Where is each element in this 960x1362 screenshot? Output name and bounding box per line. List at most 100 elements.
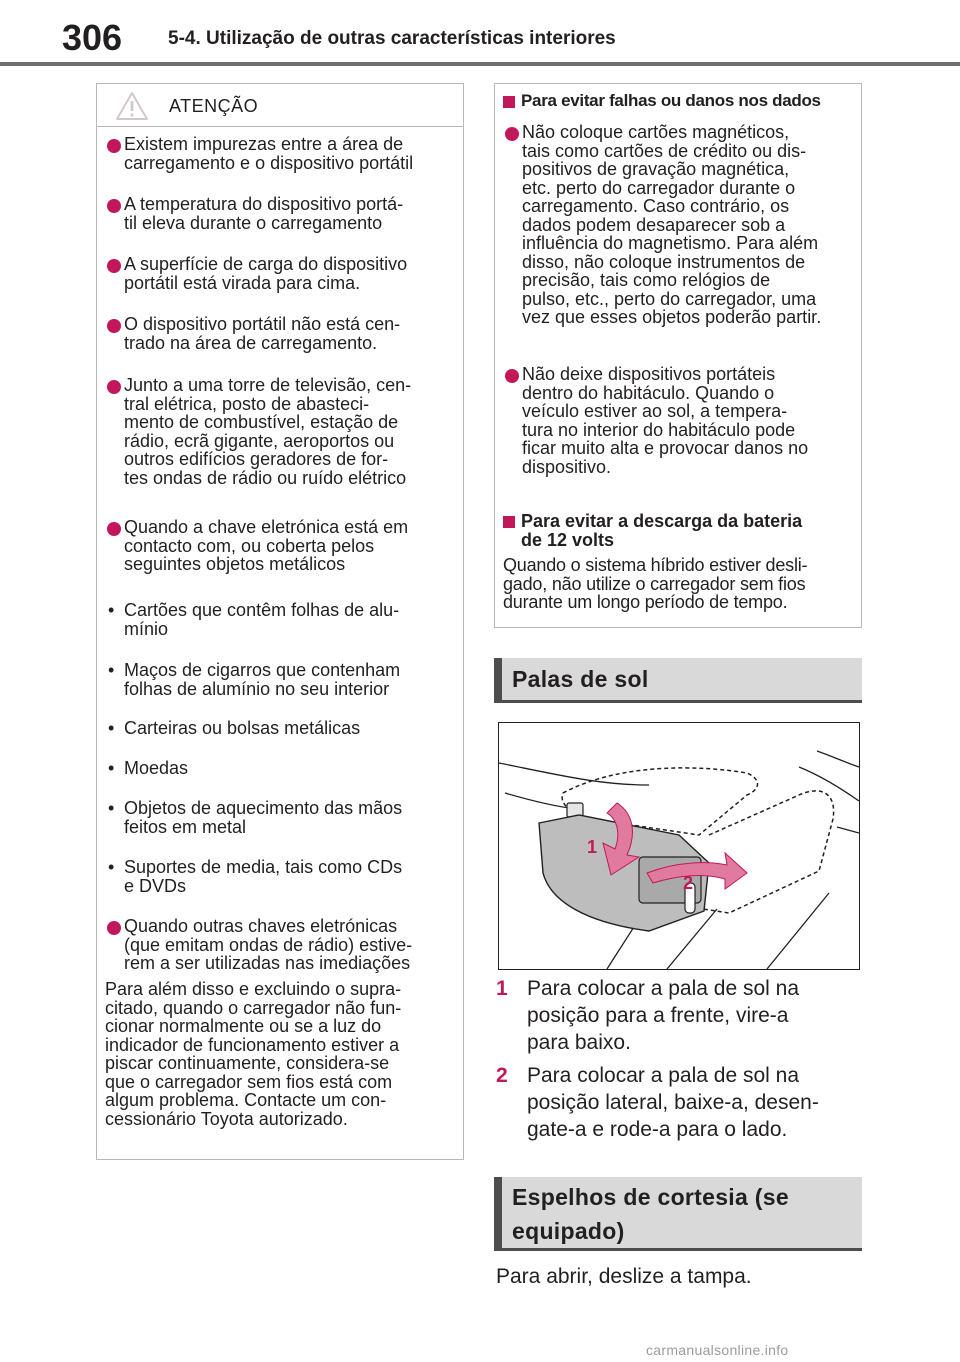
warning-subitem-2: Maços de cigarros que contenham folhas d… — [124, 661, 400, 698]
figure-label-2: 2 — [683, 873, 694, 893]
step-number-2: 2 — [496, 1064, 508, 1087]
banner-accent-bar — [494, 658, 502, 700]
text-line: dados podem desaparecer sob a — [522, 214, 786, 235]
text-line: outros edifícios geradores de for- — [124, 449, 389, 469]
text-line: Para além disso e excluindo o supra- — [105, 979, 402, 999]
warning-bullet-1: Existem impurezas entre a área de carreg… — [124, 135, 413, 172]
text-line: Quando o sistema híbrido estiver desli- — [503, 555, 808, 575]
warning-bullet-5: Junto a uma torre de televisão, cen- tra… — [124, 376, 411, 487]
text-line: gate-a e rode-a para o lado. — [527, 1118, 788, 1141]
warning-header: ATENÇÃO — [97, 84, 463, 127]
bullet-dot — [107, 259, 121, 273]
bullet-dot — [505, 127, 519, 141]
text-line: citado, quando o carregador não fun- — [105, 997, 402, 1018]
dash-marker: • — [108, 718, 115, 738]
text-line: Cartões que contêm folhas de alu- — [124, 600, 400, 620]
warning-bullet-3: A superfície de carga do dispositivo por… — [124, 255, 407, 292]
bullet-dot — [505, 369, 519, 383]
notice-heading-battery: Para evitar a descarga da bateria de 12 … — [521, 512, 802, 549]
warning-subitem-4: Moedas — [124, 759, 188, 778]
text-line: durante um longo período de tempo. — [503, 592, 788, 612]
text-line: Quando outras chaves eletrónicas — [124, 916, 398, 936]
text-line: til eleva durante o carregamento — [124, 212, 383, 233]
text-line: indicador de funcionamento estiver a — [105, 1034, 400, 1055]
text-line: mínio — [124, 618, 169, 639]
text-line: Não deixe dispositivos portáteis — [522, 364, 776, 384]
page-header: 306 5-4. Utilização de outras caracterís… — [0, 0, 960, 66]
mirrors-text: Para abrir, deslize a tampa. — [496, 1265, 752, 1288]
banner-title: Palas de sol — [512, 666, 649, 692]
warning-bullet-2: A temperatura do dispositivo portá- til … — [124, 195, 403, 232]
dash-marker: • — [108, 600, 115, 620]
banner-accent-bar — [494, 1177, 502, 1248]
text-line: precisão, tais como relógios de — [522, 270, 771, 290]
notice-battery-text: Quando o sistema híbrido estiver desli- … — [503, 555, 808, 612]
text-line: folhas de alumínio no seu interior — [124, 678, 390, 699]
text-line: Para colocar a pala de sol na — [527, 977, 800, 1000]
warning-triangle-icon — [116, 92, 148, 120]
text-line: seguintes objetos metálicos — [124, 554, 346, 574]
text-line: feitos em metal — [124, 816, 247, 837]
text-line: carregamento e o dispositivo portátil — [124, 152, 414, 173]
text-line: (que emitam ondas de rádio) estive- — [124, 934, 413, 955]
text-line: cionar normalmente ou se a luz do — [105, 1016, 382, 1036]
section-title: 5-4. Utilização de outras característica… — [168, 28, 616, 49]
text-line: Para evitar a descarga da bateria — [521, 511, 803, 531]
text-line: e DVDs — [124, 875, 187, 896]
text-line: A temperatura do dispositivo portá- — [124, 194, 404, 214]
text-line: mento de combustível, estação de — [124, 412, 399, 432]
text-line: contacto com, ou coberta pelos — [124, 535, 375, 556]
text-line: Espelhos de cortesia (se — [512, 1184, 789, 1210]
text-line: dentro do habitáculo. Quando o — [522, 382, 775, 403]
text-line: vez que esses objetos poderão partir. — [522, 307, 822, 327]
dash-marker: • — [108, 660, 115, 680]
bullet-dot — [107, 522, 121, 536]
text-line: de 12 volts — [521, 529, 615, 550]
text-line: dispositivo. — [522, 456, 612, 477]
warning-closing-paragraph: Para além disso e excluindo o supra- cit… — [105, 980, 401, 1128]
warning-title: ATENÇÃO — [169, 96, 259, 116]
text-line: carregamento. Caso contrário, os — [522, 196, 790, 216]
bullet-dot — [107, 139, 121, 153]
text-line: tura no interior do habitáculo pode — [522, 419, 796, 440]
text-line: Moedas — [124, 758, 189, 778]
text-line: O dispositivo portátil não está cen- — [124, 314, 401, 334]
warning-bullet-4: O dispositivo portátil não está cen- tra… — [124, 315, 400, 352]
warning-subitem-6: Suportes de media, tais como CDs e DVDs — [124, 858, 402, 895]
dash-marker: • — [108, 857, 115, 877]
warning-subitem-5: Objetos de aquecimento das mãos feitos e… — [124, 799, 402, 836]
page-number: 306 — [62, 17, 123, 58]
step-text-2: Para colocar a pala de sol na posição la… — [527, 1062, 819, 1143]
sun-visor-illustration: 1 2 — [498, 722, 860, 970]
banner-title: Espelhos de cortesia (se equipado) — [512, 1180, 789, 1248]
step-number-1: 1 — [496, 977, 508, 1000]
bullet-dot — [107, 319, 121, 333]
text-line: Suportes de media, tais como CDs — [124, 857, 403, 877]
bullet-dot — [107, 199, 121, 213]
text-line: Não coloque cartões magnéticos, — [522, 122, 790, 142]
step-text-1: Para colocar a pala de sol na posição pa… — [527, 975, 799, 1056]
text-line: para baixo. — [527, 1031, 631, 1054]
figure-label-1: 1 — [587, 837, 598, 857]
text-line: que o carregador sem fios está com — [105, 1071, 393, 1092]
warning-box: ATENÇÃO Existem impurezas entre a área d… — [96, 83, 464, 1160]
text-line: A superfície de carga do dispositivo — [124, 254, 408, 274]
text-line: equipado) — [512, 1218, 625, 1244]
bullet-dot — [107, 380, 121, 394]
text-line: rádio, ecrã gigante, aeroportos ou — [124, 430, 395, 451]
text-line: Maços de cigarros que contenham — [124, 660, 401, 680]
text-line: portátil está virada para cima. — [124, 272, 361, 293]
section-banner-sun-visors: Palas de sol — [494, 658, 862, 703]
warning-subitem-1: Cartões que contêm folhas de alu- mínio — [124, 601, 399, 638]
text-line: etc. perto do carregador durante o — [522, 177, 796, 198]
warning-bullet-6: Quando a chave eletrónica está em contac… — [124, 518, 408, 574]
notice-bullet-1: Não coloque cartões magnéticos, tais com… — [522, 123, 821, 327]
text-line: posição para a frente, vire-a — [527, 1004, 789, 1027]
text-line: posição lateral, baixe-a, desen- — [527, 1091, 819, 1114]
text-line: Carteiras ou bolsas metálicas — [124, 718, 361, 738]
dash-marker: • — [108, 758, 115, 778]
text-line: Para colocar a pala de sol na — [527, 1064, 800, 1087]
warning-bullet-7: Quando outras chaves eletrónicas (que em… — [124, 917, 412, 973]
text-line: ficar muito alta e provocar danos no — [522, 438, 809, 458]
dash-marker: • — [108, 798, 115, 818]
